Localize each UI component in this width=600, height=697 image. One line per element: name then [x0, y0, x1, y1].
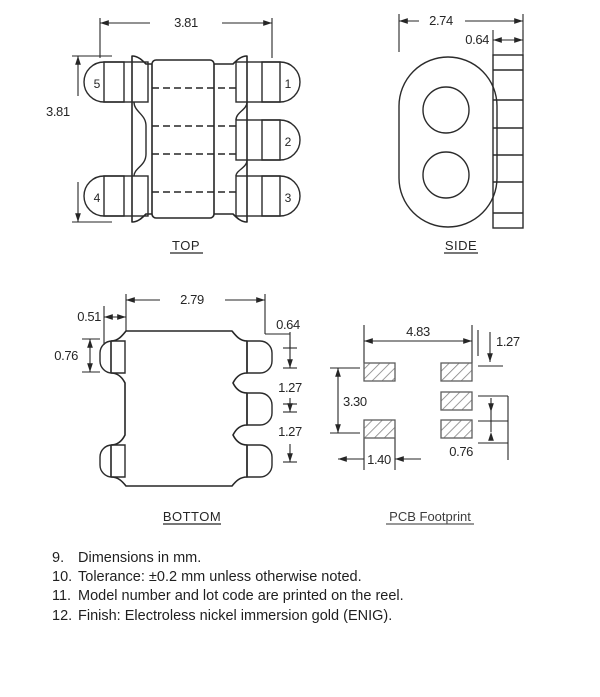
pcb-pad-height-value: 0.76: [449, 444, 473, 459]
top-width-value: 3.81: [174, 15, 198, 30]
note-text: Finish: Electroless nickel immersion gol…: [78, 607, 393, 624]
notes-list: 9. Dimensions in mm. 10. Tolerance: ±0.2…: [52, 549, 572, 626]
pcb-pad: [440, 419, 473, 439]
side-hole-upper: [422, 86, 470, 134]
note-number: 11.: [52, 588, 72, 605]
top-pin-label-4: 4: [94, 191, 101, 205]
top-pad-1-round: [261, 61, 301, 103]
top-pad-1-body: [235, 61, 281, 103]
side-lead-stack: [492, 54, 524, 229]
pcb-height-dimension: 3.30: [330, 367, 367, 434]
note-text: Dimensions in mm.: [78, 550, 202, 566]
bottom-width-value: 2.79: [180, 292, 204, 307]
note-text: Model number and lot code are printed on…: [78, 588, 404, 605]
side-lead-value: 0.64: [465, 32, 489, 47]
top-right-web-lower: [235, 159, 248, 177]
bottom-pitch-1-value: 1.27: [278, 380, 302, 395]
side-view: 2.74 0.64 SIDE: [398, 13, 524, 254]
side-width-dimension: 2.74: [398, 13, 524, 52]
note-item: 12. Finish: Electroless nickel immersion…: [52, 607, 572, 626]
bottom-width-dimension: 2.79: [125, 292, 266, 334]
bottom-body-outline: [110, 330, 248, 487]
top-pad-5-body: [103, 61, 149, 103]
side-hole-lower: [422, 151, 470, 199]
pcb-height-value: 3.30: [343, 394, 367, 409]
pcb-span-dimension: 4.83: [363, 324, 473, 363]
bottom-pad-right-3: [246, 444, 273, 478]
top-view: 3.81 3.81: [46, 15, 301, 254]
top-pin-label-5: 5: [94, 77, 101, 91]
side-view-label: SIDE: [445, 238, 477, 253]
pcb-pitch-dimension: 1.27: [477, 330, 520, 367]
bottom-view: 2.79 0.51 0.76 0.64 1.27: [54, 292, 302, 525]
top-left-web: [133, 101, 147, 177]
top-pad-5-round: [83, 61, 125, 103]
pcb-pad: [363, 419, 396, 439]
top-height-value: 3.81: [46, 104, 70, 119]
top-pin-label-1: 1: [285, 77, 292, 91]
bottom-offset-value: 0.51: [77, 309, 101, 324]
bottom-pad-right-2: [246, 392, 273, 426]
top-right-web-upper: [235, 101, 248, 121]
top-pad-3-body: [235, 175, 281, 217]
side-lead-dimension: 0.64: [465, 30, 524, 56]
top-pad-3-round: [261, 175, 301, 217]
side-width-value: 2.74: [429, 13, 453, 28]
note-item: 10. Tolerance: ±0.2 mm unless otherwise …: [52, 568, 572, 587]
note-item: 11. Model number and lot code are printe…: [52, 587, 572, 606]
pcb-footprint-label: PCB Footprint: [389, 509, 471, 524]
bottom-pitch-2-value: 1.27: [278, 424, 302, 439]
top-height-dimension: 3.81: [46, 55, 112, 223]
bottom-pad-left-top: [99, 340, 126, 374]
top-view-label: TOP: [172, 238, 200, 253]
note-item: 9. Dimensions in mm.: [52, 549, 572, 568]
top-pad-4-body: [103, 175, 149, 217]
pcb-pad: [440, 391, 473, 411]
bottom-pad-width-value: 0.64: [276, 317, 300, 332]
pcb-pad-height-dimension: 0.76: [449, 395, 509, 460]
bottom-offset-dimension: 0.51: [77, 306, 126, 345]
pcb-pad: [440, 362, 473, 382]
pcb-pitch-value: 1.27: [496, 334, 520, 349]
pcb-footprint-view: 4.83 3.30 1.40 1.27: [330, 324, 520, 525]
bottom-pad-right-1: [246, 340, 273, 374]
bottom-pad-height-dimension: 0.76: [54, 338, 100, 373]
note-number: 12.: [52, 607, 73, 624]
note-number: 10.: [52, 569, 73, 586]
bottom-view-label: BOTTOM: [163, 509, 221, 524]
bottom-pitch-1-dimension: 1.27: [278, 380, 302, 413]
note-text: Tolerance: ±0.2 mm unless otherwise note…: [78, 569, 362, 586]
top-width-dimension: 3.81: [99, 15, 273, 58]
top-dashed-lines: [152, 87, 236, 193]
pcb-pad-width-value: 1.40: [367, 452, 391, 467]
top-pad-2-body: [235, 119, 281, 161]
top-pin-label-3: 3: [285, 191, 292, 205]
top-pad-4-round: [83, 175, 125, 217]
top-pin-label-2: 2: [285, 135, 292, 149]
bottom-pad-width-dimension: 0.64: [276, 317, 300, 369]
note-number: 9.: [52, 550, 65, 566]
side-body-outline: [398, 56, 498, 228]
pcb-pad: [363, 362, 396, 382]
bottom-pitch-2-dimension: 1.27: [278, 424, 302, 463]
bottom-pad-left-bottom: [99, 444, 126, 478]
bottom-pad-height-value: 0.76: [54, 348, 78, 363]
top-pad-2-round: [261, 119, 301, 161]
top-die-rect: [151, 59, 215, 219]
pcb-span-value: 4.83: [406, 324, 430, 339]
